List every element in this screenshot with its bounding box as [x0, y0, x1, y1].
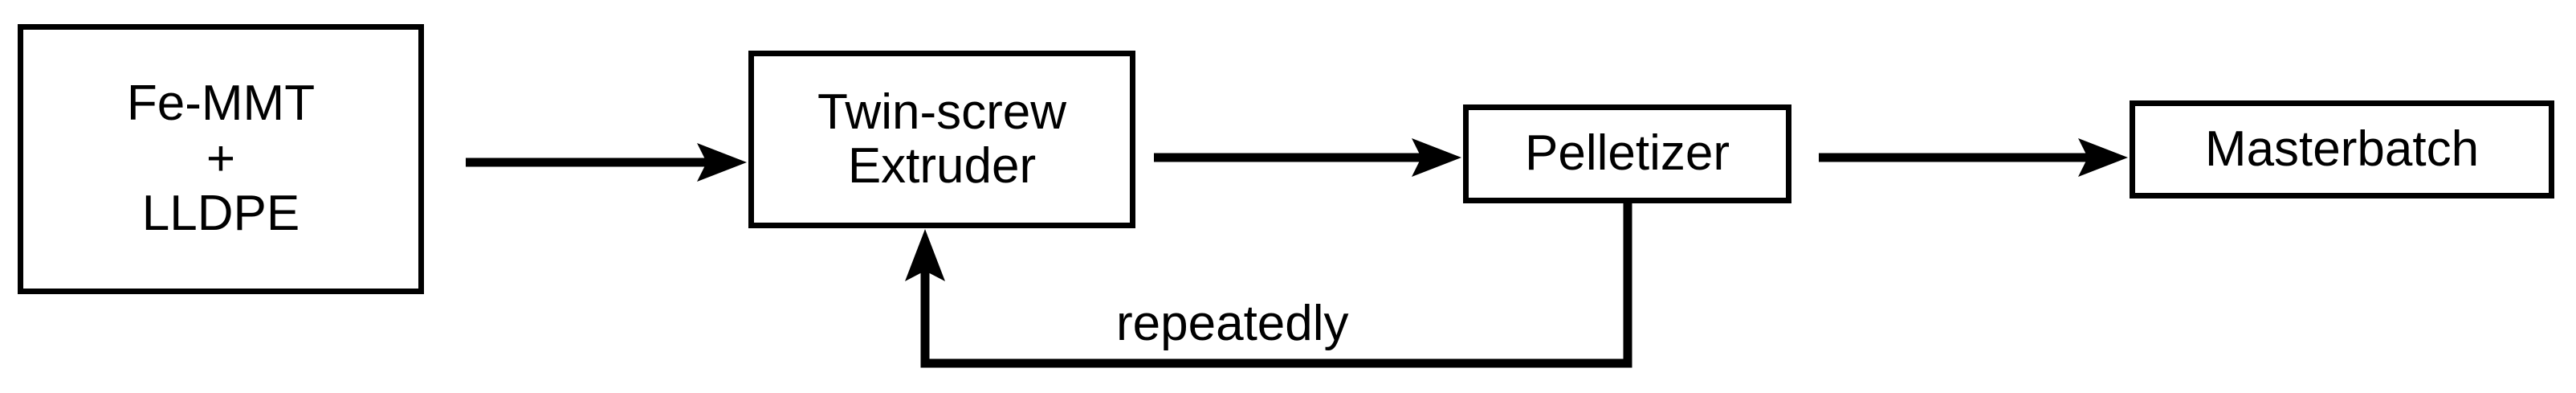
node-feedstock: Fe-MMT + LLDPE — [18, 24, 424, 294]
edge-pelletizer-to-masterbatch — [1819, 138, 2128, 177]
node-feedstock-line-2: + — [206, 130, 236, 186]
node-feedstock-line-3: LLDPE — [141, 186, 300, 242]
node-extruder: Twin-screw Extruder — [748, 51, 1135, 228]
edge-feedback-arrowhead — [905, 229, 945, 281]
node-extruder-line-1: Twin-screw — [817, 84, 1067, 140]
node-feedstock-line-1: Fe-MMT — [126, 75, 316, 131]
edge-extruder-to-pelletizer-arrowhead — [1412, 138, 1461, 177]
edge-pelletizer-to-masterbatch-arrowhead — [2078, 138, 2128, 177]
node-pelletizer-line-1: Pelletizer — [1525, 125, 1730, 182]
edge-feedstock-to-extruder — [466, 143, 747, 182]
node-pelletizer: Pelletizer — [1463, 104, 1791, 203]
edge-feedback-path — [920, 203, 1632, 368]
node-masterbatch: Masterbatch — [2130, 100, 2554, 199]
edge-extruder-to-pelletizer — [1154, 138, 1461, 177]
edge-feedstock-to-extruder-arrowhead — [697, 143, 747, 182]
node-extruder-line-2: Extruder — [847, 137, 1037, 194]
edge-pelletizer-to-extruder-feedback — [905, 203, 1632, 368]
node-masterbatch-line-1: Masterbatch — [2204, 121, 2480, 177]
edge-label-repeatedly: repeatedly — [1116, 296, 1349, 351]
